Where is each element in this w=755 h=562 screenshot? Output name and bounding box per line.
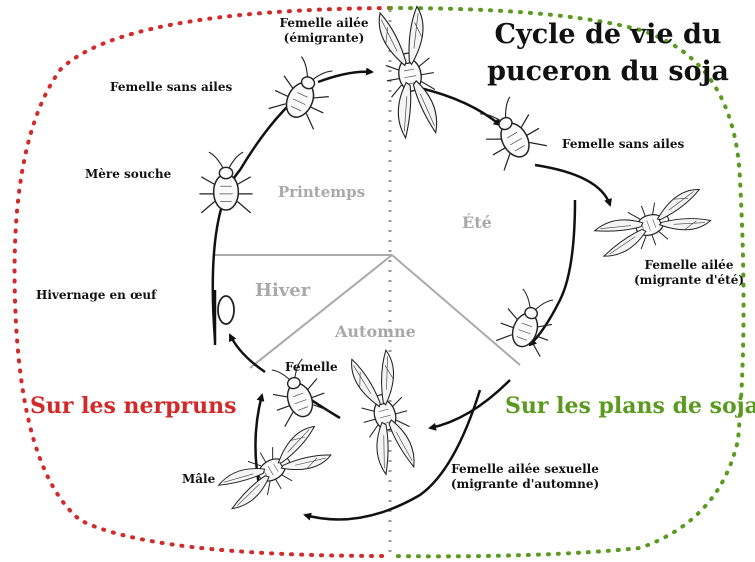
season-winter: Hiver: [255, 280, 310, 301]
season-summer: Été: [462, 213, 492, 232]
label-winged-emigrant: Femelle ailée (émigrante): [270, 16, 378, 46]
autumn-aphid-icon: [495, 286, 562, 357]
label-female: Femelle: [285, 360, 338, 375]
sector-line-southwest: [250, 255, 392, 368]
region-label-soybean: Sur les plans de soja: [505, 393, 755, 419]
cycle-arrow-to-emigrant: [318, 72, 372, 82]
label-wingless-female-left: Femelle sans ailes: [110, 80, 232, 95]
emigrant-winged-aphid-icon: [375, 6, 444, 140]
cycle-arrow-to-summer-winged: [535, 165, 610, 205]
season-autumn: Automne: [335, 322, 416, 341]
label-overwintering-egg: Hivernage en œuf: [36, 288, 156, 303]
label-male: Mâle: [182, 472, 215, 487]
diagram-title: Cycle de vie du puceron du soja: [478, 16, 738, 90]
wingless-female-right-aphid-icon: [472, 92, 548, 171]
title-line-1: Cycle de vie du: [478, 16, 738, 53]
sexual-winged-female-aphid-icon: [347, 349, 421, 477]
male-winged-aphid-icon: [215, 423, 333, 516]
label-summer-migrant: Femelle ailée (migrante d'été): [630, 258, 748, 288]
wingless-female-left-aphid-icon: [267, 53, 341, 131]
summer-migrant-winged-aphid-icon: [592, 185, 712, 263]
season-spring: Printemps: [278, 183, 365, 201]
region-label-buckthorn: Sur les nerpruns: [30, 393, 236, 419]
label-stem-mother: Mère souche: [85, 167, 171, 182]
title-line-2: puceron du soja: [478, 53, 738, 90]
label-sexual-winged-female: Femelle ailée sexuelle (migrante d'autom…: [440, 462, 610, 492]
sector-line-southeast: [392, 255, 520, 365]
label-wingless-female-right: Femelle sans ailes: [562, 137, 684, 152]
egg-icon: [218, 296, 234, 324]
cycle-arrow-to-egg: [230, 335, 265, 372]
